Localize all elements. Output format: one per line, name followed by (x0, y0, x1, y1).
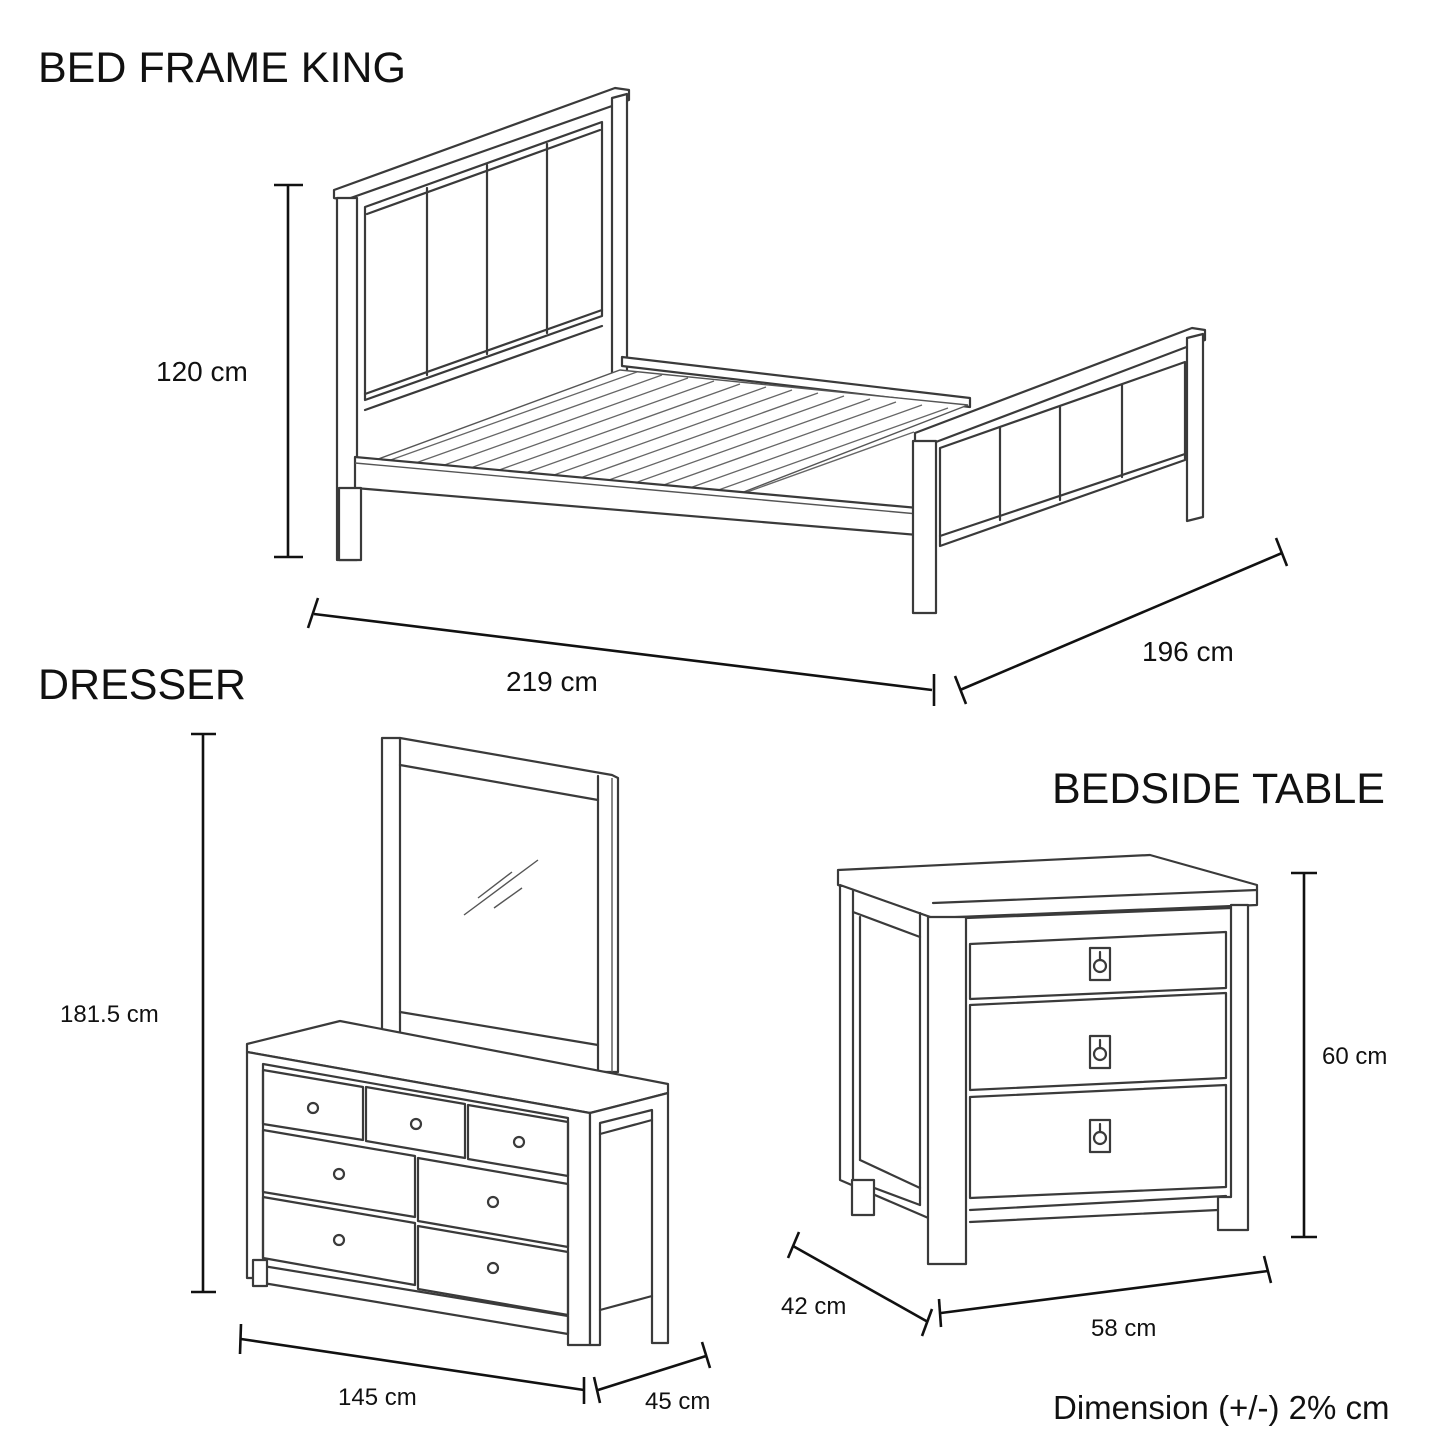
dresser-title: DRESSER (38, 661, 246, 709)
bed-length-dimension-line (306, 597, 936, 706)
dresser-width-dimension-line (238, 1323, 586, 1404)
bedside-depth-label: 42 cm (781, 1293, 847, 1320)
bedside-width-label: 58 cm (1091, 1315, 1157, 1342)
tolerance-note: Dimension (+/-) 2% cm (1053, 1389, 1390, 1426)
bedside-width-dimension-line (937, 1255, 1273, 1328)
dresser-drawer-handles (306, 1101, 526, 1275)
bed-width-dimension-line (953, 537, 1289, 705)
bedside-table-body (836, 853, 1259, 1266)
bed-frame-title: BED FRAME KING (38, 44, 406, 92)
bed-length-label: 219 cm (506, 666, 598, 697)
dresser-depth-dimension-line (592, 1341, 712, 1404)
dresser-height-label: 181.5 cm (60, 1001, 159, 1028)
dresser-mirror (380, 736, 620, 1074)
bed-height-label: 120 cm (156, 356, 248, 387)
dresser-depth-label: 45 cm (645, 1388, 711, 1415)
dresser-body (245, 1019, 670, 1347)
headboard (332, 86, 631, 562)
bedside-drawer-handles (1088, 946, 1112, 1154)
dresser-width-label: 145 cm (338, 1384, 417, 1411)
bedside-height-label: 60 cm (1322, 1043, 1388, 1070)
bed-width-label: 196 cm (1142, 636, 1234, 667)
dresser-height-dimension-line (191, 732, 216, 1294)
bedside-depth-dimension-line (786, 1231, 934, 1337)
bedside-table-title: BEDSIDE TABLE (1052, 765, 1385, 813)
bedside-height-dimension-line (1291, 871, 1317, 1239)
footboard (911, 326, 1207, 615)
bed-slats (369, 369, 969, 503)
bed-height-dimension-line (274, 183, 303, 559)
